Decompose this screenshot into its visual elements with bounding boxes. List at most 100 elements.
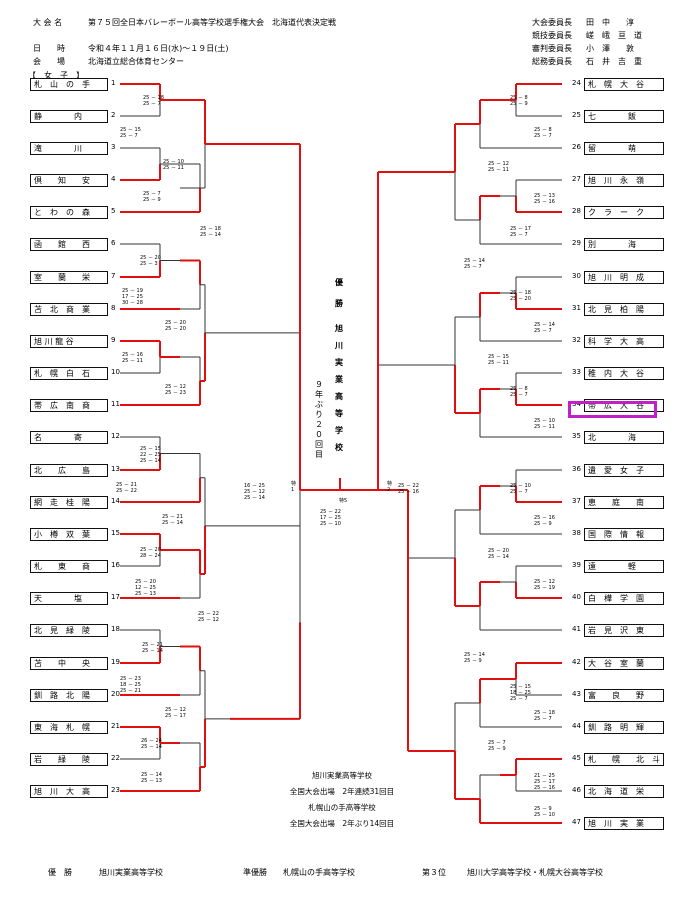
final-label: 特5 — [339, 498, 348, 504]
team-name: 北 広 島 — [34, 466, 90, 475]
team-number: 28 — [572, 207, 581, 215]
set-score: 25 － 17 — [534, 779, 555, 785]
team-number: 47 — [572, 818, 581, 826]
team-name: 札 幌 大 谷 — [588, 80, 644, 89]
venue-value: 北海道立総合体育センター — [88, 57, 184, 66]
team-number: 37 — [572, 497, 581, 505]
team-name: 旭 川 永 嶺 — [588, 176, 644, 185]
set-score: 28 － 24 — [140, 553, 161, 559]
official-name: 小 澤 敦 — [586, 44, 634, 53]
set-score: 25 － 14 — [200, 232, 221, 238]
team-box-left: 旭 川 大 高 — [30, 785, 108, 798]
set-score: 25 － 14 — [244, 495, 265, 501]
set-score: 25 － 7 — [510, 696, 528, 702]
set-score: 17 － 25 — [122, 294, 143, 300]
set-score: 25 － 7 — [510, 392, 528, 398]
official-name: 田 中 淳 — [586, 18, 634, 27]
set-score: 25 － 14 — [464, 652, 485, 658]
set-score: 25 － 11 — [122, 358, 143, 364]
streak-char: ２ — [315, 420, 323, 429]
set-score: 25 － 16 — [534, 515, 555, 521]
set-score: 25 － 12 — [488, 161, 509, 167]
team-name: 恵 庭 南 — [588, 498, 644, 507]
team-box-left: 苫 中 央 — [30, 657, 108, 670]
team-box-left: 旭 川 龍 谷 — [30, 335, 108, 348]
team-box-left: 滝 川 — [30, 142, 108, 155]
team-number: 39 — [572, 561, 581, 569]
set-score: 25 － 9 — [534, 521, 552, 527]
set-score: 25 － 11 — [534, 424, 555, 430]
team-number: 29 — [572, 239, 581, 247]
team-box-right: 富 良 野 — [584, 689, 664, 702]
event-name: 第７５回全日本バレーボール高等学校選手権大会 北海道代表決定戦 — [88, 18, 336, 27]
set-score: 25 － 7 — [464, 264, 482, 270]
set-score: 25 － 12 — [534, 579, 555, 585]
set-score: 22 － 25 — [140, 452, 161, 458]
set-score: 25 － 7 — [510, 489, 528, 495]
set-score: 25 － 13 — [141, 778, 162, 784]
team-number: 23 — [111, 786, 120, 794]
team-name: 七 飯 — [588, 112, 636, 121]
team-number: 25 — [572, 111, 581, 119]
set-score: 25 － 20 — [165, 320, 186, 326]
set-score: 25 － 11 — [488, 167, 509, 173]
set-score: 25 － 7 — [143, 191, 161, 197]
team-number: 27 — [572, 175, 581, 183]
team-box-right: 遺 愛 女 子 — [584, 464, 664, 477]
team-number: 34 — [572, 400, 581, 408]
team-name: 科 学 大 高 — [588, 337, 644, 346]
set-score: 25 － 7 — [534, 328, 552, 334]
team-name: 遺 愛 女 子 — [588, 466, 644, 475]
official-role: 審判委員長 — [532, 44, 572, 53]
team-name: 旭 川 龍 谷 — [34, 337, 74, 346]
set-score: 25 － 14 — [162, 520, 183, 526]
team-number: 20 — [111, 690, 120, 698]
team-name: 白 樺 学 園 — [588, 594, 644, 603]
team-number: 4 — [111, 175, 116, 183]
set-score: 25 － 9 — [534, 806, 552, 812]
set-score: 25 － 12 — [198, 617, 219, 623]
set-score: 25 － 13 — [135, 591, 156, 597]
official-role: 競技委員長 — [532, 31, 572, 40]
team-name: 旭 川 明 成 — [588, 273, 644, 282]
team-box-left: 札 山 の 手 — [30, 78, 108, 91]
team-box-right: 留 萌 — [584, 142, 664, 155]
team-name: 東 海 札 幌 — [34, 723, 90, 732]
team-box-right: 札 幌 北 斗 — [584, 753, 664, 766]
third-place-label: 第３位 — [422, 868, 446, 877]
team-box-right: 別 海 — [584, 238, 664, 251]
team-name: 札 幌 北 斗 — [588, 755, 660, 764]
set-score: 25 － 14 — [141, 772, 162, 778]
team-number: 33 — [572, 368, 581, 376]
team-box-right: ク ラ ー ク — [584, 206, 664, 219]
team-box-right: 旭 川 実 業 — [584, 817, 664, 830]
set-score: 25 － 14 — [141, 744, 162, 750]
team-box-right: 科 学 大 高 — [584, 335, 664, 348]
set-score: 25 － 20 — [140, 547, 161, 553]
official-role: 総務委員長 — [532, 57, 572, 66]
team-name: 苫 中 央 — [34, 659, 90, 668]
team-name: 大 谷 室 蘭 — [588, 659, 644, 668]
team-number: 1 — [111, 79, 116, 87]
team-number: 15 — [111, 529, 120, 537]
set-score: 25 － 17 — [510, 226, 531, 232]
official-name: 石 井 吉 重 — [586, 57, 642, 66]
team-number: 5 — [111, 207, 116, 215]
set-score: 17 － 25 — [320, 515, 341, 521]
